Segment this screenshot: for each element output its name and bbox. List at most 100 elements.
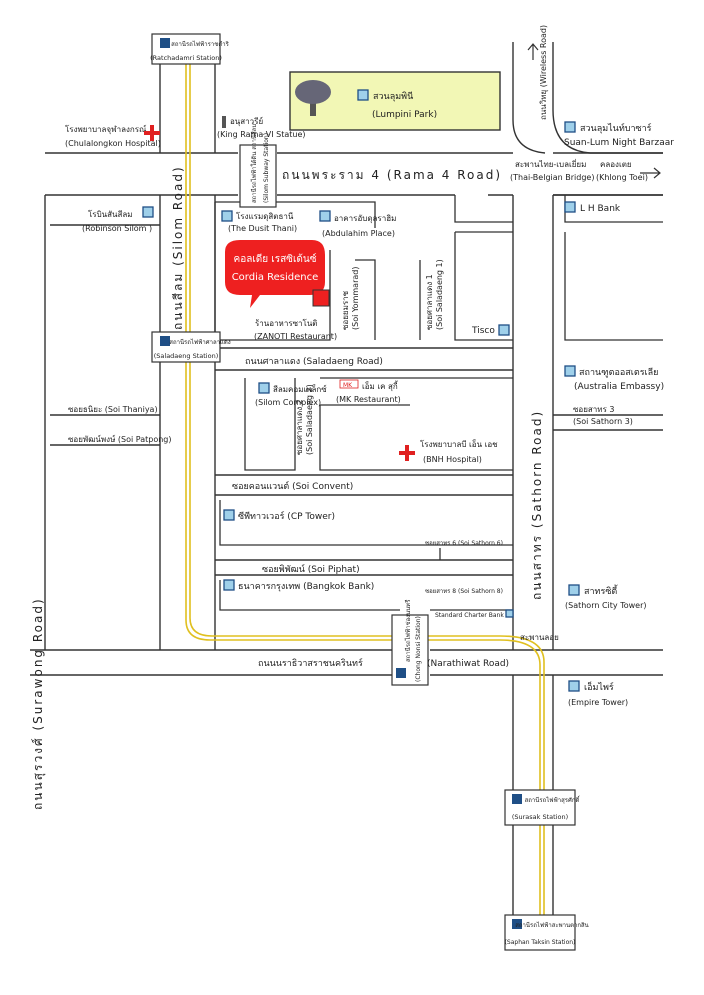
- poi-standard-charter: Standard Charter Bank: [435, 609, 514, 619]
- road-surawong: ถนนสุรวงศ์ (Surawong Road): [31, 597, 46, 810]
- poi-th: โรบินสันสีลม: [88, 209, 133, 219]
- poi-en: (MK Restaurant): [336, 395, 401, 404]
- poi-th: โรงแรมดุสิตธานี: [236, 211, 294, 221]
- statue-th: อนุสาวรีย์: [230, 116, 263, 126]
- poi-en: (Chulalongkon Hospital): [65, 139, 161, 148]
- poi-th: อาคารอับดุลราฮิม: [334, 214, 396, 223]
- station-th: สถานีรถไฟฟ้าราชดำริ: [171, 40, 229, 48]
- bts-station-saphan-taksin: สถานีรถไฟฟ้าสะพานตากสิน (Saphan Taksin S…: [504, 914, 589, 951]
- poi-bangkok-bank: ธนาคารกรุงเทพ (Bangkok Bank): [223, 579, 374, 592]
- poi-zanotti: ร้านอาหารซาโนติ (ZANOTI Restaurant): [254, 318, 337, 341]
- poi-en: (BNH Hospital): [423, 455, 482, 464]
- road-saladaeng: ถนนศาลาแดง (Saladaeng Road): [245, 357, 383, 367]
- poi-th: เอ็ม เค สุกี้: [362, 380, 399, 391]
- arrow-east-icon: [640, 167, 661, 179]
- destination-building: [312, 289, 330, 307]
- poi-name: ธนาคารกรุงเทพ (Bangkok Bank): [238, 582, 374, 592]
- mk-logo: [339, 379, 359, 389]
- poi-icon: [568, 680, 580, 692]
- poi-th: โรงพยาบาลจุฬาลงกรณ์: [65, 124, 147, 134]
- destination-marker: คอลเดีย เรสซิเด้นซ์ Cordia Residence: [225, 240, 330, 308]
- poi-icon: [564, 201, 576, 213]
- soi-sathorn8: ซอยสาทร 8 (Soi Sathorn 8): [425, 588, 503, 595]
- poi-en: (Empire Tower): [568, 698, 628, 707]
- poi-en: (Silom Complex): [255, 398, 321, 407]
- poi-en: Suan-Lum Night Barzaar: [564, 138, 674, 148]
- khlong-toei-en: (Khlong Toei): [596, 173, 648, 182]
- poi-suanlum: สวนลุมไนท์บาซาร์ Suan-Lum Night Barzaar: [564, 121, 674, 148]
- poi-tisco: Tisco: [471, 324, 510, 336]
- bts-station-surasak: สถานีรถไฟฟ้าสุรศักดิ์ (Surasak Station): [504, 789, 581, 826]
- soi-saladaeng2-en: (Soi Saladaeng 2): [305, 384, 314, 455]
- poi-dusit-thani: โรงแรมดุสิตธานี (The Dusit Thani): [221, 210, 297, 233]
- khlong-toei-th: คลองเตย: [600, 160, 632, 169]
- statue-en: (King Rama VI Statue): [217, 130, 306, 139]
- bts-station-chong-nonsi: สถานีรถไฟฟ้าช่องนนทรี (Chong Nonsi Stati…: [391, 599, 429, 686]
- poi-en: (Sathorn City Tower): [565, 601, 646, 610]
- soi-piphat: ซอยพิพัฒน์ (Soi Piphat): [262, 563, 360, 575]
- station-th: สถานีรถไฟฟ้าสะพานตากสิน: [515, 921, 588, 929]
- poi-icon: [357, 89, 369, 101]
- road-wireless: ถนนวิทยุ (Wireless Road): [539, 25, 548, 120]
- poi-en: (The Dusit Thani): [228, 224, 297, 233]
- soi-yommarad-th: ซอยยมราช: [341, 290, 350, 330]
- bts-logo-icon: [160, 336, 170, 346]
- subway-th: สถานีรถไฟฟ้าใต้ดิน สถานีสีลม: [250, 124, 258, 203]
- poi-icon: [568, 584, 580, 596]
- soi-saladaeng2-th: ซอยศาลาแดง 2: [295, 399, 304, 455]
- station-th: สถานีรถไฟฟ้าช่องนนทรี: [404, 599, 412, 662]
- soi-sathorn3-th: ซอยสาทร 3: [573, 405, 615, 414]
- poi-icon: [258, 382, 270, 394]
- lumpini-park: สวนลุมพินี (Lumpini Park): [289, 71, 501, 131]
- station-en: (Ratchadamri Station): [150, 54, 222, 62]
- station-en: (Saladaeng Station): [154, 352, 219, 360]
- poi-silom-complex: สีลมคอมเพล็กซ์ (Silom Complex): [255, 382, 327, 407]
- poi-en: (Australia Embassy): [574, 382, 664, 392]
- poi-chula-hospital: โรงพยาบาลจุฬาลงกรณ์ (Chulalongkon Hospit…: [65, 124, 161, 148]
- lumpini-park-en: (Lumpini Park): [372, 110, 437, 120]
- poi-en: (ZANOTI Restaurant): [254, 332, 337, 341]
- poi-bnh-hospital: โรงพยาบาลบี เอ็น เอช (BNH Hospital): [399, 439, 498, 464]
- station-en: (Saphan Taksin Station): [505, 939, 576, 946]
- station-th: สถานีรถไฟฟ้าสุรศักดิ์: [525, 795, 581, 804]
- poi-th: โรงพยาบาลบี เอ็น เอช: [420, 439, 498, 449]
- poi-icon: [505, 609, 514, 618]
- road-sathorn: ถนนสาทร (Sathorn Road): [530, 410, 544, 600]
- soi-yommarad-en: (Soi Yommarad): [351, 267, 360, 330]
- soi-thaniya: ซอยธนิยะ (Soi Thaniya): [68, 405, 158, 414]
- poi-icon: [564, 121, 576, 133]
- soi-saladaeng1-th: ซอยศาลาแดง 1: [425, 274, 434, 330]
- bts-station-saladaeng: สถานีรถไฟฟ้าศาลาแดง (Saladaeng Station): [151, 331, 231, 363]
- thai-belgian-th: สะพานไทย-เบลเยี่ยม: [515, 158, 586, 169]
- statue-icon: [222, 116, 226, 128]
- poi-name: ซีพีทาวเวอร์ (CP Tower): [238, 510, 335, 522]
- station-th: สถานีรถไฟฟ้าศาลาแดง: [169, 338, 230, 346]
- subway-station-silom: สถานีรถไฟฟ้าใต้ดิน สถานีสีลม (Silom Subw…: [239, 124, 277, 208]
- station-en: (Surasak Station): [512, 813, 568, 821]
- poi-th: สีลมคอมเพล็กซ์: [273, 384, 327, 394]
- mk-logo-text: MK: [343, 382, 353, 389]
- poi-th: สวนลุมไนท์บาซาร์: [580, 122, 652, 134]
- poi-cp-tower: ซีพีทาวเวอร์ (CP Tower): [223, 509, 335, 522]
- road-narathiwat-th: ถนนนราธิวาสราชนครินทร์: [258, 657, 363, 669]
- poi-icon: [142, 206, 154, 218]
- road-silom: ถนนสีลม (Silom Road): [171, 165, 185, 330]
- poi-en: (Abdulahim Place): [322, 229, 395, 238]
- poi-lh-bank: L H Bank: [564, 201, 621, 214]
- poi-en: (Robinson Silom ): [82, 224, 152, 233]
- soi-patpong: ซอยพัฒน์พงษ์ (Soi Patpong): [68, 434, 172, 444]
- poi-empire-tower: เอ็มไพร์ (Empire Tower): [568, 680, 628, 707]
- destination-en: Cordia Residence: [232, 272, 319, 283]
- poi-icon: [564, 365, 576, 377]
- poi-name: Tisco: [471, 326, 495, 336]
- poi-th: สาทรซิตี้: [584, 584, 618, 597]
- poi-th: เอ็มไพร์: [584, 680, 614, 693]
- bts-logo-icon: [512, 794, 522, 804]
- poi-name: Standard Charter Bank: [435, 612, 504, 619]
- hospital-cross-icon: [399, 445, 415, 461]
- poi-icon: [498, 324, 510, 336]
- soi-sathorn6: ซอยสาทร 6 (Soi Sathorn 6): [425, 540, 503, 547]
- poi-icon: [223, 509, 235, 521]
- destination-th: คอลเดีย เรสซิเด้นซ์: [234, 253, 317, 265]
